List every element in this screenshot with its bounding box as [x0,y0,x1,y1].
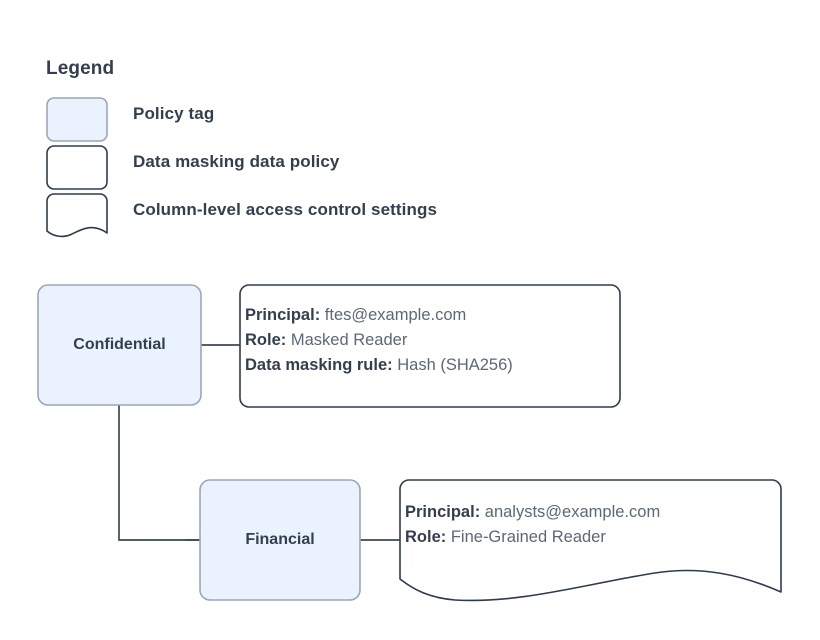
node-label-confidential: Confidential [73,336,166,353]
detail-value: Hash (SHA256) [397,356,513,374]
legend-item-label-column-level-access: Column-level access control settings [133,200,438,219]
node-financial[interactable] [199,479,361,601]
detail-box-financial-access[interactable] [399,479,782,602]
node-confidential[interactable] [37,284,202,406]
detail-key: Role: [245,331,287,349]
legend-item-label-policy-tag: Policy tag [133,104,215,123]
edge-confidential-to-financial [118,405,200,541]
detail-text-confidential-policy: Principal: ftes@example.com Role: Masked… [245,303,513,378]
node-label-financial: Financial [245,531,315,548]
detail-key: Principal: [405,503,481,521]
legend-item-label-data-masking-policy: Data masking data policy [133,152,340,171]
legend-swatch-column-level-access [46,193,108,238]
detail-row: Principal: ftes@example.com [245,303,513,328]
legend-heading: Legend [46,58,115,79]
detail-row: Principal: analysts@example.com [405,500,660,525]
detail-row: Role: Fine-Grained Reader [405,525,660,550]
detail-value: Fine-Grained Reader [450,528,606,546]
legend-swatch-policy-tag [46,97,108,142]
detail-text-financial-access: Principal: analysts@example.com Role: Fi… [405,500,660,550]
detail-row: Data masking rule: Hash (SHA256) [245,353,513,378]
detail-key: Data masking rule: [245,356,393,374]
detail-box-confidential-policy[interactable] [239,284,621,408]
legend-swatch-data-masking-policy [46,145,108,190]
detail-key: Principal: [245,306,321,324]
detail-row: Role: Masked Reader [245,328,513,353]
detail-value: Masked Reader [290,331,408,349]
detail-value: analysts@example.com [484,503,661,521]
detail-value: ftes@example.com [324,306,467,324]
detail-key: Role: [405,528,447,546]
